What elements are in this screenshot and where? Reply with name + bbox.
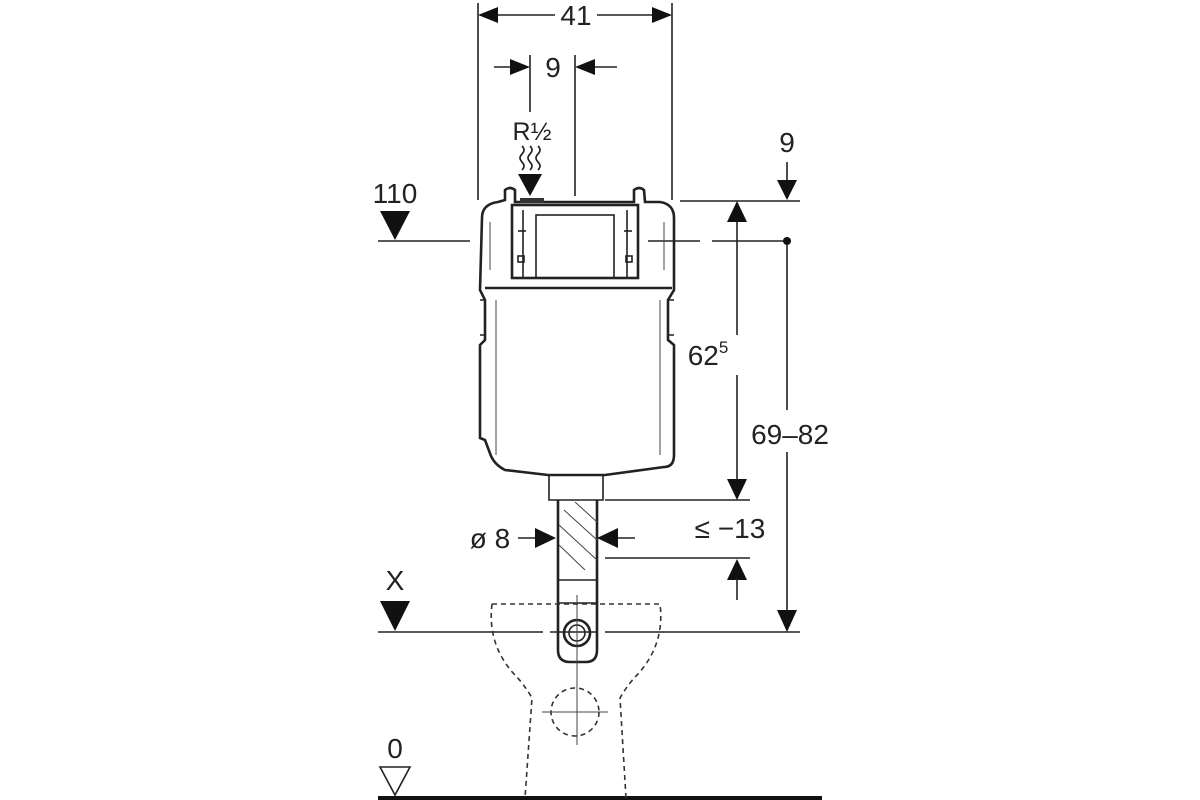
dimension-inlet-offset: 9: [494, 52, 617, 196]
inlet-arrow-icon: [518, 174, 542, 196]
label-total-width: 41: [560, 0, 591, 31]
label-height-range: 69–82: [751, 419, 829, 450]
cistern-body: [478, 186, 676, 477]
dimension-pipe-shortening: ≤ −13: [605, 513, 765, 600]
dimension-total-width: 41: [477, 0, 673, 200]
toilet-outline: [490, 603, 662, 799]
dimension-pipe-diameter: ø 8: [470, 523, 635, 554]
label-cistern-height-sup: 5: [719, 338, 728, 357]
label-top-level: 110: [373, 178, 418, 209]
label-pipe-shortening: ≤ −13: [695, 513, 766, 544]
level-floor: 0: [378, 733, 822, 800]
level-x: X: [378, 565, 800, 633]
label-inlet-offset: 9: [545, 52, 561, 83]
level-110: 110: [373, 178, 791, 245]
flush-pipe: [548, 475, 604, 745]
label-cistern-height: 62: [688, 340, 719, 371]
water-inlet-marker: R½: [513, 118, 552, 196]
label-top-offset: 9: [779, 127, 795, 158]
dimension-height-range: 69–82: [751, 245, 829, 632]
level-triangle-icon: [380, 601, 410, 631]
dimension-top-offset: 9: [680, 127, 800, 202]
label-floor-level: 0: [387, 733, 403, 764]
level-triangle-icon: [380, 211, 410, 240]
label-inlet-thread: R½: [513, 118, 552, 146]
label-reference-level: X: [386, 565, 405, 596]
label-pipe-diameter: ø 8: [470, 523, 510, 554]
svg-text:625: 625: [688, 338, 729, 371]
floor-triangle-icon: [378, 766, 412, 797]
dimension-cistern-height: 625: [605, 201, 750, 501]
